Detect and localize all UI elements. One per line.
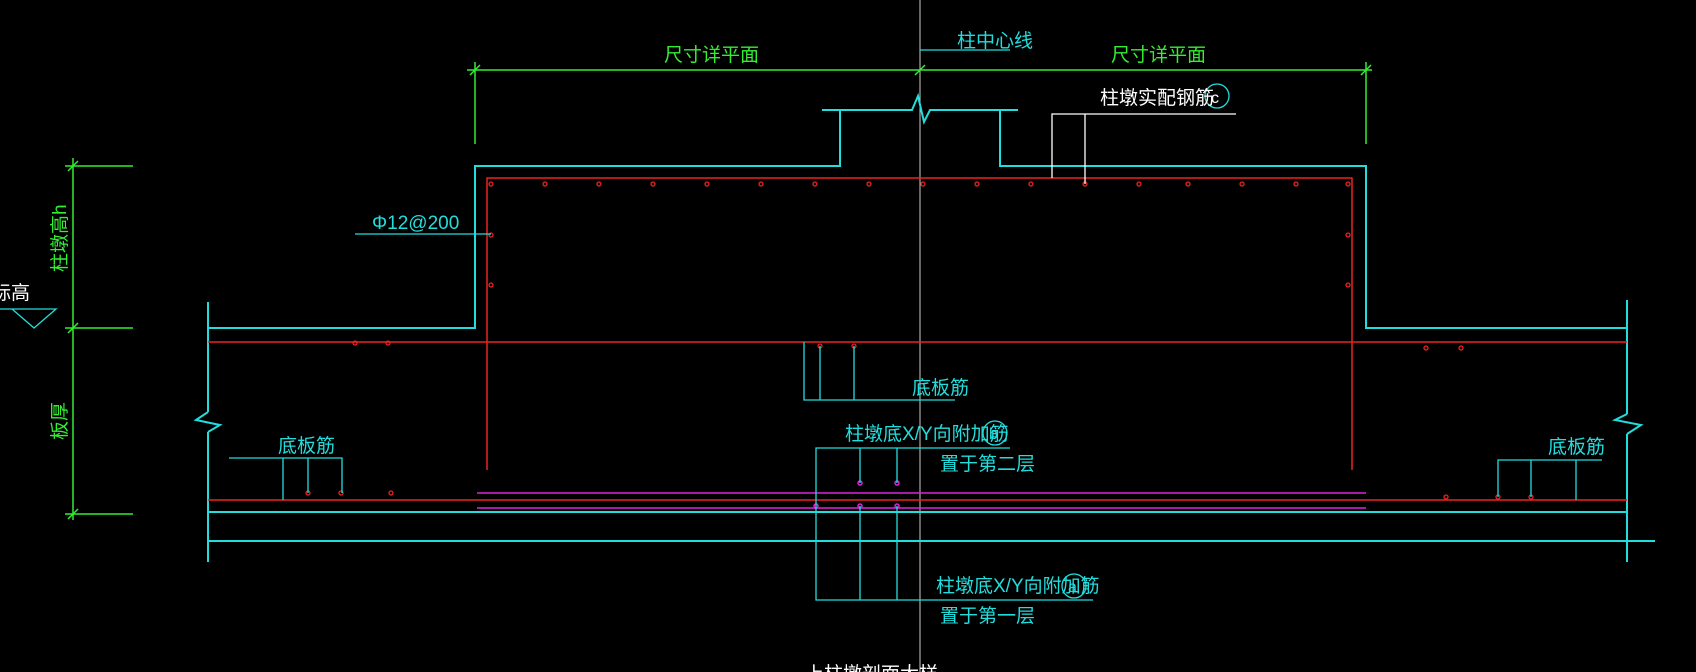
bottom-rebar-label-left: 底板筋	[278, 435, 335, 457]
marker-b: b	[989, 426, 998, 443]
layer-a-label: 置于第一层	[940, 605, 1035, 627]
marker-a: a	[1068, 579, 1077, 596]
marker-c: c	[1211, 90, 1219, 107]
elevation-label: 标高	[0, 282, 30, 304]
leaders	[0, 49, 1602, 601]
layer-b-label: 置于第二层	[940, 453, 1035, 475]
pier-rebar-leader	[1051, 113, 1236, 184]
slab-thickness-label: 板厚	[49, 402, 71, 440]
additional-rebar	[477, 480, 1366, 509]
bottom-rebar-label-right: 底板筋	[1548, 436, 1605, 458]
dim-label-left: 尺寸详平面	[664, 44, 759, 66]
dimension-lines	[65, 62, 1372, 520]
concrete-outline	[193, 92, 1655, 562]
add-rebar-b-label: 柱墩底X/Y向附加筋	[845, 423, 1009, 445]
stirrup-label: Φ12@200	[372, 213, 459, 234]
rebar	[208, 177, 1627, 501]
add-rebar-a-label: 柱墩底X/Y向附加筋	[936, 575, 1100, 597]
pier-height-label: 柱墩高h	[49, 204, 71, 272]
bottom-rebar-label-center: 底板筋	[912, 377, 969, 399]
dim-label-right: 尺寸详平面	[1111, 44, 1206, 66]
centerline-label: 柱中心线	[957, 30, 1033, 52]
bottom-caption: 上柱墩剖面大样	[805, 663, 938, 672]
pier-rebar-label: 柱墩实配钢筋	[1100, 87, 1214, 109]
